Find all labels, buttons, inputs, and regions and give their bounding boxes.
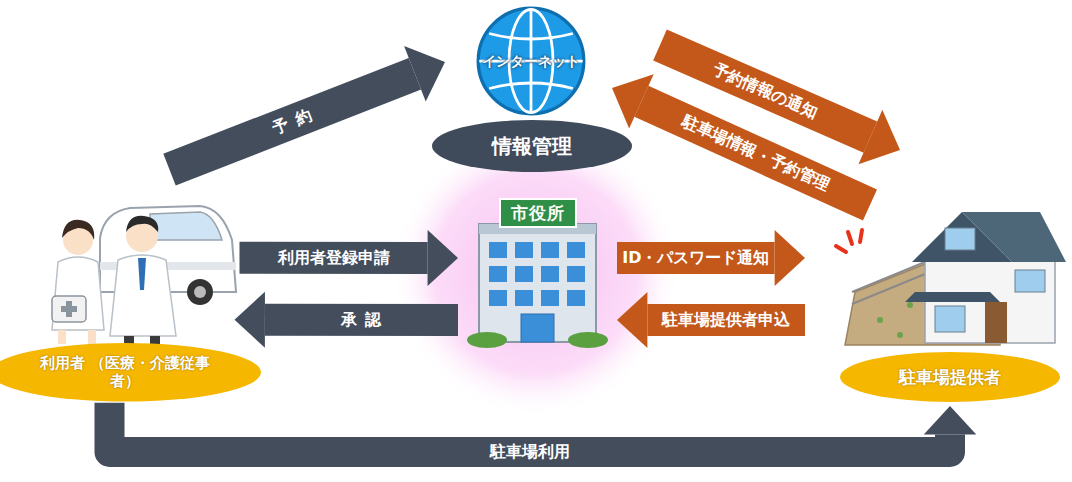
block-arrow bbox=[612, 74, 870, 205]
city-hall: 市役所 bbox=[465, 198, 610, 348]
globe-icon: インターネット bbox=[476, 6, 586, 116]
nurse-illustration bbox=[52, 220, 104, 344]
block-arrow bbox=[240, 230, 459, 286]
node-label: インターネット bbox=[482, 53, 580, 70]
arrow-label: ID・パスワード通知 bbox=[622, 250, 769, 266]
block-arrow bbox=[617, 230, 805, 286]
block-arrow bbox=[170, 46, 446, 170]
user-ellipse: 利用者 （医療・介護従事者） bbox=[0, 343, 261, 402]
arrow-label: 利用者登録申請 bbox=[278, 250, 390, 266]
node-label: 駐車場提供者 bbox=[899, 367, 1001, 387]
doctor-illustration bbox=[110, 216, 176, 346]
block-arrow bbox=[235, 292, 459, 348]
node-label: 利用者 （医療・介護従事者） bbox=[30, 354, 220, 390]
arrow-label: 駐車場提供者申込 bbox=[662, 312, 790, 328]
arrow-label: 駐車場利用 bbox=[490, 444, 570, 460]
arrow-label: 承認 bbox=[333, 312, 389, 328]
house-illustration bbox=[905, 212, 1066, 343]
block-arrow bbox=[617, 292, 805, 348]
node-label: 情報管理 bbox=[492, 134, 572, 158]
info-ellipse: 情報管理 bbox=[432, 120, 632, 172]
alert-marks bbox=[836, 230, 862, 252]
node-label: 市役所 bbox=[499, 198, 577, 228]
provider-ellipse: 駐車場提供者 bbox=[840, 352, 1060, 402]
